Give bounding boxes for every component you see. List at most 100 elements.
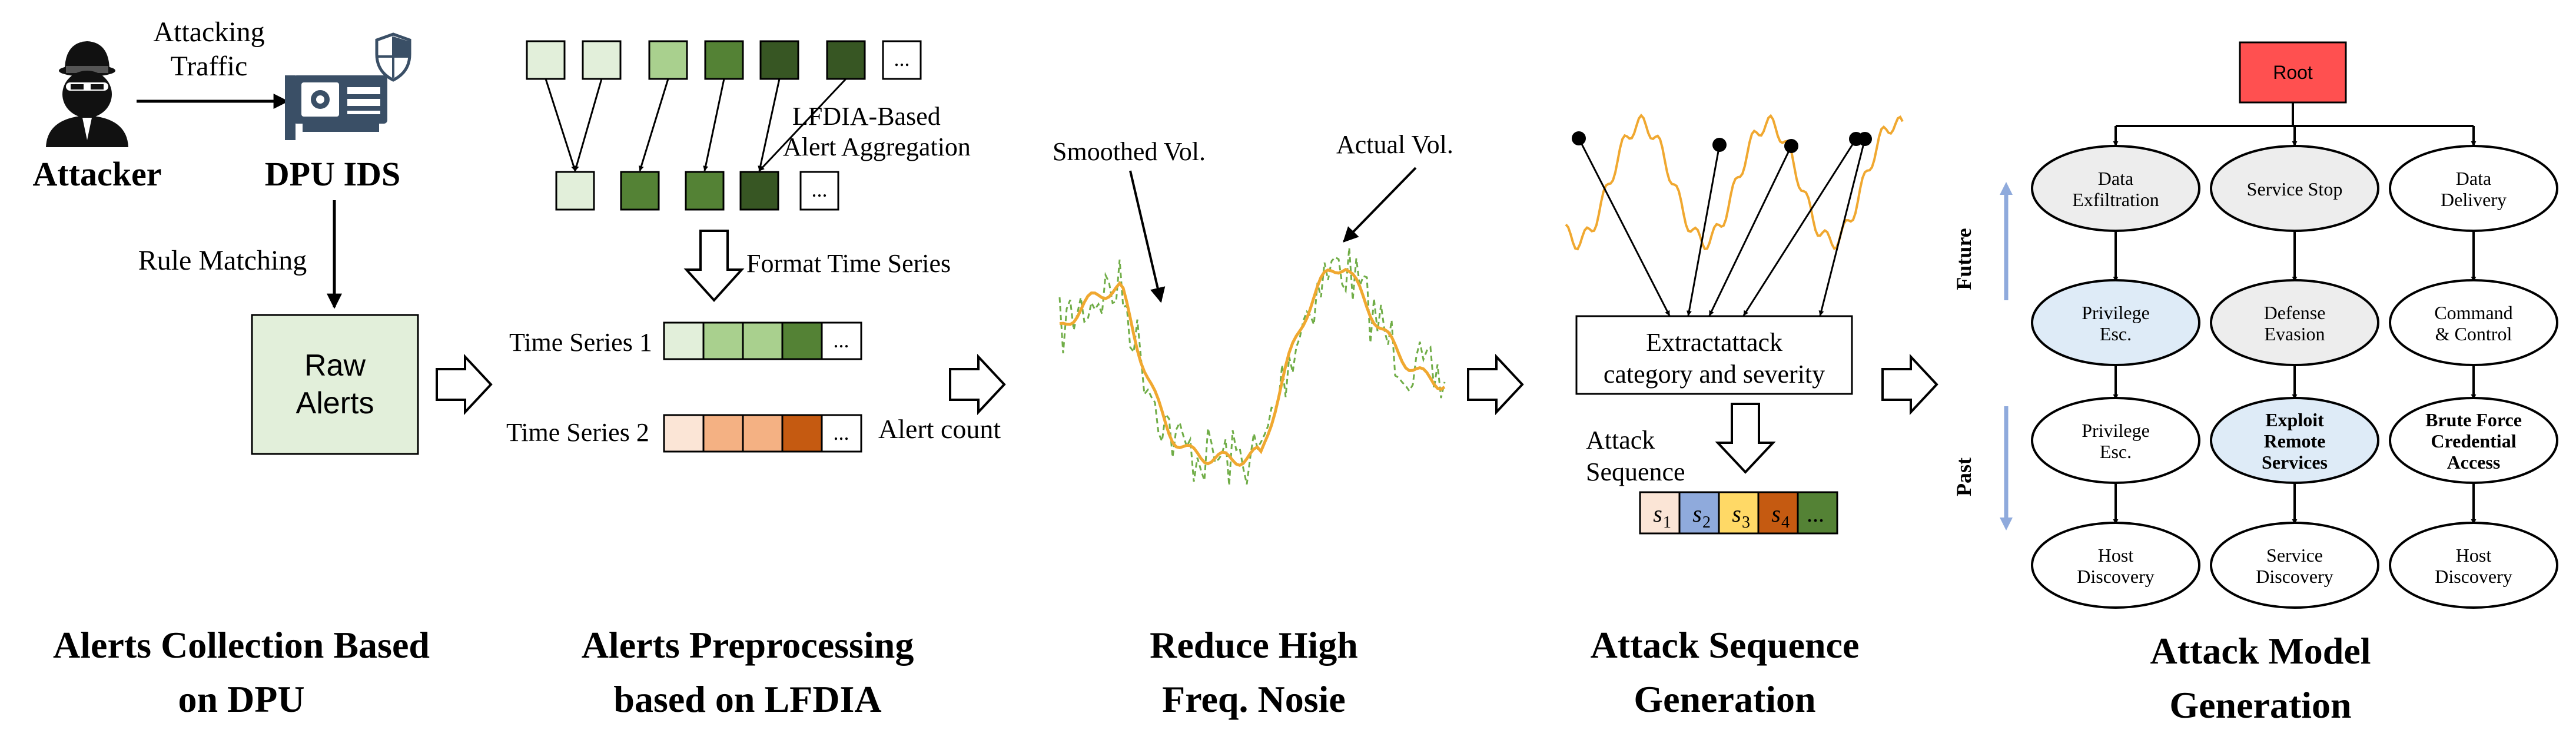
peak-points — [1572, 131, 1872, 316]
actual-vol-label: Actual Vol. — [1336, 130, 1453, 159]
sequence-subscript: 3 — [1742, 513, 1750, 532]
caption-panel-4-line-1: Attack Sequence — [1590, 624, 1860, 666]
time-series-2-cell — [781, 414, 823, 453]
tree-node-label: Services — [2262, 452, 2328, 473]
aggregated-alert-square — [739, 171, 779, 211]
alert-square — [882, 40, 922, 80]
sequence-subscript: 2 — [1702, 513, 1711, 532]
tree-node — [2031, 279, 2200, 366]
tree-node-label: Brute Force — [2425, 409, 2522, 430]
time-series-1-cell — [702, 321, 744, 360]
peak-point — [1858, 132, 1872, 146]
alert-aggregated-row: ... — [555, 171, 839, 211]
sequence-subscript: 4 — [1781, 513, 1790, 532]
time-series-2-cell — [702, 414, 744, 453]
peak-arrow — [1687, 144, 1721, 316]
aggregation-arrow — [639, 78, 669, 171]
time-series-1-cell — [663, 321, 705, 360]
tree-node — [2389, 522, 2558, 609]
alert-top-row: ... — [526, 40, 922, 80]
sequence-symbol: ... — [1807, 500, 1824, 527]
tree-node-label: Remote — [2264, 430, 2326, 452]
panel-attack-sequence: Extractattack category and severity Atta… — [1565, 113, 1938, 535]
caption-panel-3-line-2: Freq. Nosie — [1162, 678, 1346, 720]
tree-node-label: Host — [2098, 545, 2134, 566]
time-series-2-cell — [821, 414, 862, 453]
stage-arrow-2 — [949, 353, 1006, 416]
attacking-traffic-label-1: Attacking — [153, 16, 264, 48]
alert-count-label: Alert count — [878, 414, 1001, 444]
tree-node-label: Privilege — [2082, 420, 2150, 441]
tree-node-label: Defense — [2264, 302, 2326, 323]
more-aggregated-symbol: ... — [812, 178, 828, 201]
sequence-symbol: s — [1732, 500, 1741, 527]
tree-node-label: Evasion — [2264, 323, 2325, 344]
aggregated-alert-square — [799, 171, 839, 211]
aggregation-label-1: LFDIA-Based — [792, 102, 941, 131]
alert-square — [582, 40, 622, 80]
caption-panel-1-line-1: Alerts Collection Based — [53, 624, 430, 666]
tree-edges — [2113, 126, 2477, 525]
stage-arrow-1 — [436, 353, 493, 416]
extract-label-1: Extractattack — [1646, 328, 1782, 357]
caption-panel-5: Attack Model Generation — [2001, 624, 2519, 732]
tree-node — [2389, 145, 2558, 232]
caption-panel-2: Alerts Preprocessing based on LFDIA — [489, 618, 1007, 727]
attack-sequence-label-2: Sequence — [1586, 457, 1685, 486]
smoothed-vol-label: Smoothed Vol. — [1053, 137, 1206, 166]
tree-node-label: Command — [2434, 302, 2512, 323]
tree-node-label: Discovery — [2435, 566, 2512, 587]
tree-node — [2031, 145, 2200, 232]
caption-panel-3: Reduce High Freq. Nosie — [1054, 618, 1454, 727]
peak-point — [1572, 131, 1586, 145]
raw-alerts-label-1: Raw — [304, 349, 366, 383]
aggregated-alert-square — [555, 171, 595, 211]
caption-panel-5-line-1: Attack Model — [2150, 630, 2371, 672]
time-series-1: ... — [663, 321, 862, 360]
time-series-2-cell — [663, 414, 705, 453]
caption-panel-1: Alerts Collection Based on DPU — [0, 618, 483, 727]
tree-node — [2031, 397, 2200, 484]
tree-node — [2210, 279, 2379, 366]
time-series-2-cell-more: ... — [834, 421, 849, 445]
tree-node — [2389, 397, 2558, 484]
raw-alerts-box — [251, 314, 419, 455]
aggregation-arrow — [545, 78, 576, 171]
sequence-subscript: 1 — [1663, 513, 1671, 532]
tree-node-label: Access — [2447, 452, 2501, 473]
alert-square — [704, 40, 744, 80]
future-label: Future — [1952, 228, 1976, 290]
shield-icon — [375, 32, 411, 82]
panel-alerts-collection: Attacker Attacking Traffic DPU IDS Rule … — [32, 16, 493, 455]
alert-square — [526, 40, 566, 80]
root-connector — [2116, 102, 2474, 127]
peak-arrow — [1578, 138, 1671, 316]
actual-vol-arrow — [1343, 167, 1417, 243]
aggregation-arrow — [703, 78, 725, 171]
panel-attack-model: Root DataExfiltrationPrivilegeEsc.Privil… — [1952, 41, 2558, 609]
tree-node-label: Data — [2098, 168, 2133, 189]
actual-volume-line — [1058, 247, 1446, 486]
attacking-traffic-label-2: Traffic — [171, 51, 248, 82]
tree-node-label: Privilege — [2082, 302, 2150, 323]
tree-node-label: Data — [2456, 168, 2491, 189]
time-series-2: ... — [663, 414, 862, 453]
time-series-1-cell-more: ... — [834, 329, 849, 352]
volume-wave-line — [1565, 113, 1904, 251]
aggregation-arrow — [758, 78, 847, 172]
aggregation-label-2: Alert Aggregation — [783, 132, 971, 161]
aggregation-arrow — [758, 78, 781, 171]
tree-node-label: Service — [2266, 545, 2323, 566]
sequence-cell — [1718, 491, 1760, 535]
tree-node — [2031, 522, 2200, 609]
peak-point — [1712, 138, 1727, 152]
tree-node-label: Credential — [2431, 430, 2516, 452]
format-time-series-label: Format Time Series — [746, 249, 951, 278]
panel-alerts-preprocessing: ... ... LFDIA-Based Alert Aggregation Fo… — [506, 40, 1006, 453]
caption-panel-1-line-2: on DPU — [178, 678, 305, 720]
alert-square — [648, 40, 688, 80]
peak-point — [1784, 139, 1798, 153]
sequence-symbol: s — [1692, 500, 1702, 527]
